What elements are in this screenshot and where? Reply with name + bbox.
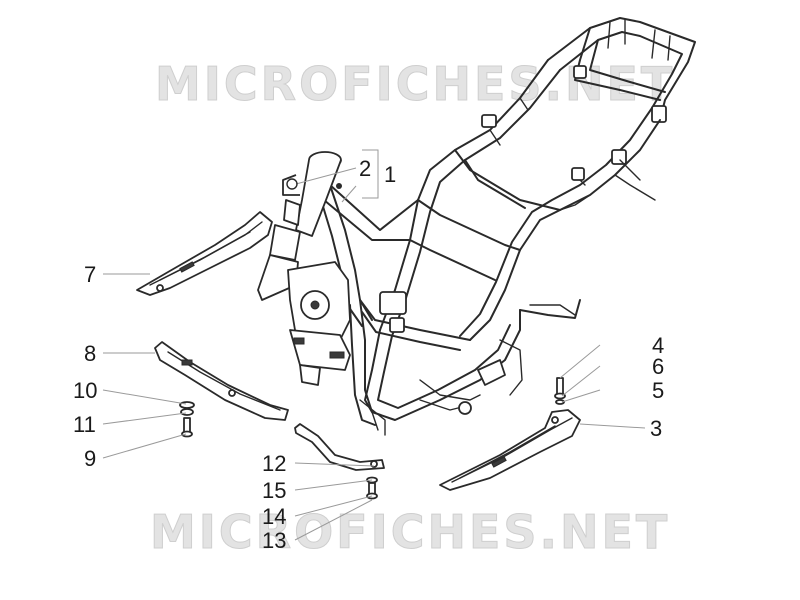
callout-4: 4 [652, 333, 664, 358]
callout-2: 2 [359, 156, 371, 181]
part-8-left-support [154, 341, 289, 421]
callout-10: 10 [73, 378, 97, 403]
callout-3: 3 [650, 416, 662, 441]
callout-5: 5 [652, 378, 664, 403]
watermark-bottom: MICROFICHES.NET [150, 505, 670, 559]
callout-13: 13 [262, 528, 286, 553]
callout-15: 15 [262, 478, 286, 503]
leader-lines [102, 149, 646, 541]
callout-14: 14 [262, 504, 286, 529]
callout-6: 6 [652, 354, 664, 379]
bolt-stack-left [179, 401, 195, 438]
callout-7: 7 [84, 262, 96, 287]
part-7-left-footrest [136, 211, 273, 296]
bolt-right [554, 377, 566, 405]
callout-9: 9 [84, 446, 96, 471]
callout-11: 11 [73, 412, 96, 437]
callout-12: 12 [262, 451, 286, 476]
callout-8: 8 [84, 341, 96, 366]
part-3-right-footrest [439, 409, 581, 491]
callout-1: 1 [384, 162, 396, 187]
